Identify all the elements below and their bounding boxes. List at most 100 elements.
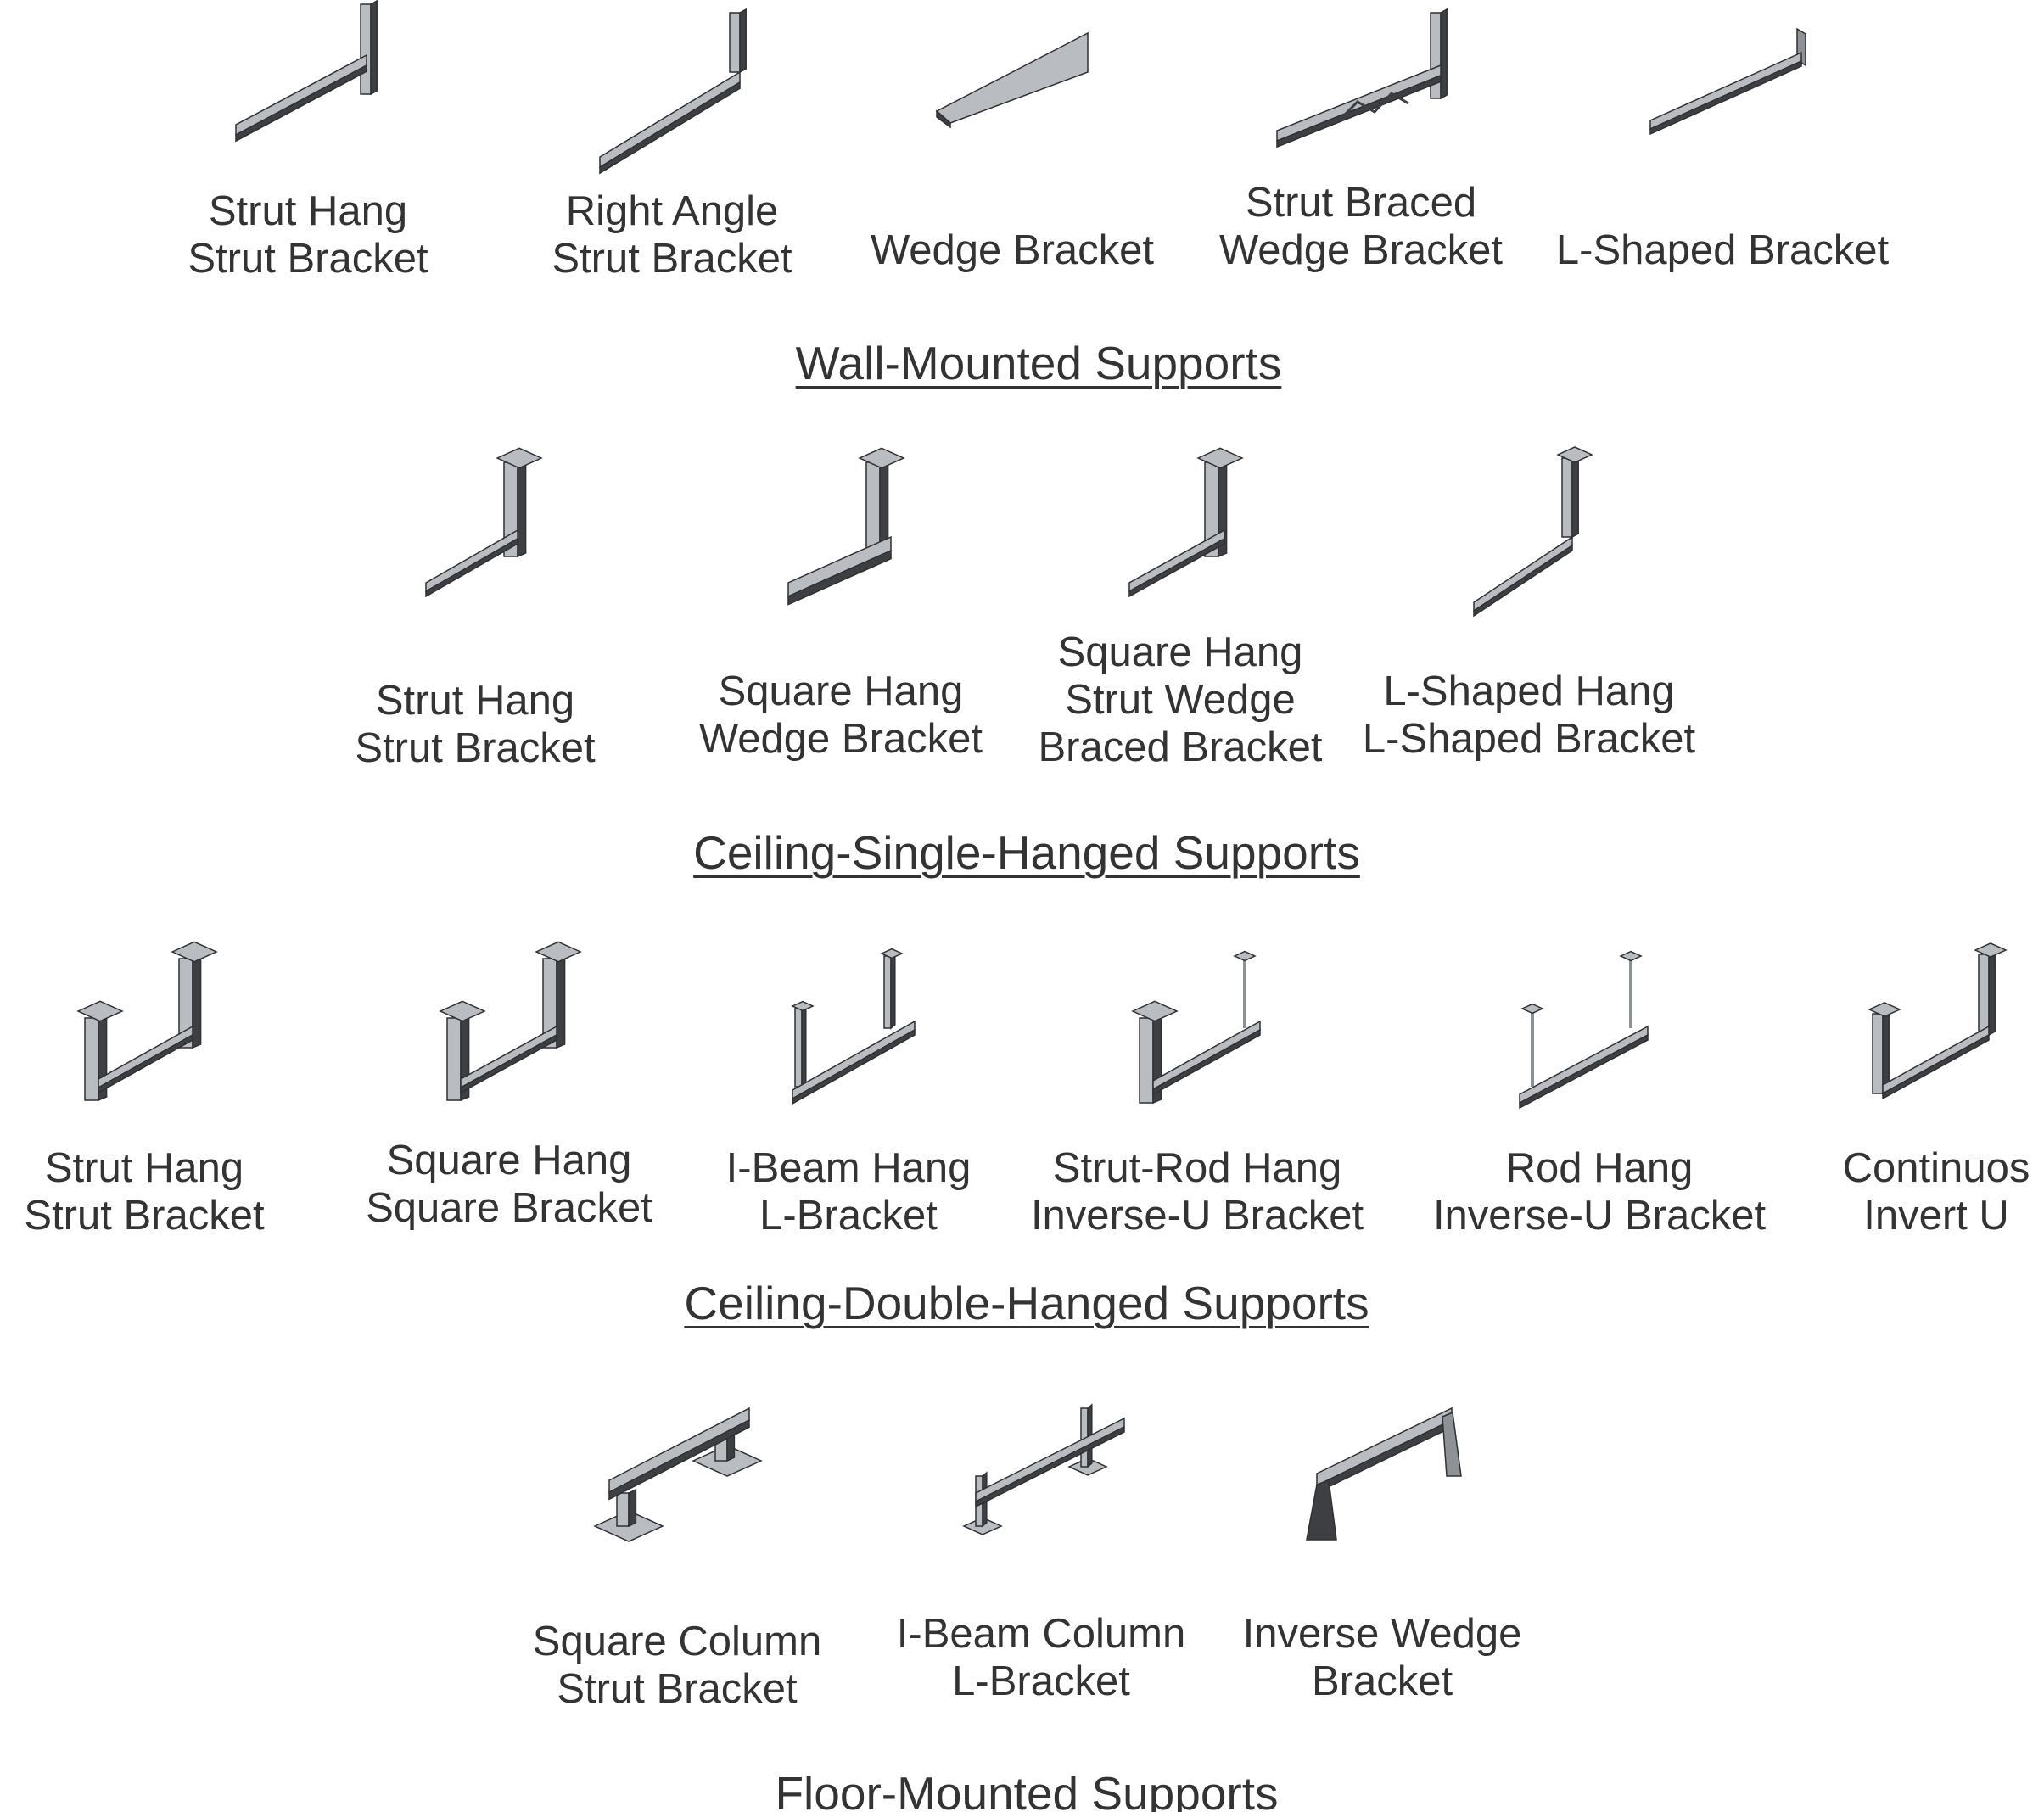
beam-top [425,528,518,593]
beam-top [787,535,892,598]
figure-wall-l-shaped-bracket [1649,27,1806,136]
label-line: Right Angle [565,188,779,234]
label-line: Square Column [532,1619,822,1664]
figure-wall-strut-hang-strut-bracket [235,0,378,143]
mount-plate [791,1000,815,1012]
post-front [1139,1017,1154,1104]
label-line: Square Hang [386,1138,632,1183]
beam-top [1152,1020,1261,1091]
section-title-wall-mounted: Wall-Mounted Supports [529,336,1548,390]
label-wall-l-shaped-bracket: L-Shaped Bracket [1502,226,1943,274]
post-side [628,1488,637,1528]
beam-side [1152,1028,1261,1096]
figure-single-square-hang-braced [1128,447,1244,598]
beam-top [599,70,741,169]
mount-plate [1974,942,2008,958]
beam-top [1473,535,1573,612]
mount-plate [1868,1002,1901,1017]
brace [1339,92,1409,120]
mount-plate [1619,950,1643,962]
label-line: Wedge Bracket [698,716,983,762]
mount-plate [1131,1000,1179,1022]
post-side [1988,949,1996,1037]
label-line: Inverse-U Bracket [1432,1193,1767,1239]
beam-side [1128,537,1225,598]
beam-side [1473,544,1573,618]
mount-plate [880,948,904,959]
section-title-text: Wall-Mounted Supports [795,337,1282,389]
beam-top [975,1417,1125,1503]
section-title-ceiling-double: Ceiling-Double-Hanged Supports [518,1276,1536,1330]
post-front [446,1017,462,1101]
section-title-floor-mounted: Floor-Mounted Supports [518,1766,1536,1812]
label-line: Inverse Wedge [1242,1611,1522,1657]
figure-floor-inverse-wedge [1306,1407,1462,1541]
mount-plate [171,941,218,963]
post-side [1571,453,1579,539]
post-side [1882,1009,1890,1095]
figure-single-strut-hang [425,447,543,598]
label-line: Continuos [1842,1145,2030,1191]
post-front [1872,1013,1884,1094]
post-side [1440,8,1448,100]
beam-side [235,64,367,143]
label-line: L-Shaped Bracket [1362,716,1696,762]
beam-top [1519,1025,1649,1105]
figure-wall-right-angle-strut-bracket [599,8,747,175]
post-front [1561,457,1573,538]
post-front [1978,954,1990,1036]
figure-floor-square-column [593,1407,763,1542]
section-title-text: Ceiling-Double-Hanged Supports [684,1277,1369,1329]
label-line: L-Bracket [759,1193,938,1239]
beam-side [98,1033,193,1094]
post-front [794,1008,803,1088]
label-line: Square Hang [718,668,964,714]
mount-plate [858,447,905,469]
label-line: Invert U [1863,1193,2009,1239]
figure-double-square-hang [439,941,582,1102]
post-side [517,457,527,558]
label-line: Strut Wedge [1065,677,1296,723]
beam-top [1649,51,1802,131]
beam-side [1316,1418,1453,1494]
label-line: Strut Braced [1245,180,1477,226]
beam-top [1882,1025,1990,1095]
label-wall-wedge-bracket: Wedge Bracket [792,226,1233,274]
label-line: Rod Hang [1505,1145,1694,1191]
section-title-text: Ceiling-Single-Hanged Supports [693,826,1360,879]
post-front [360,3,372,95]
label-line: Strut Hang [375,678,575,724]
label-line: I-Beam Hang [725,1145,972,1191]
mount-plate [535,941,582,963]
post-side [801,1004,807,1088]
label-line: Strut-Rod Hang [1052,1145,1342,1191]
post-front [616,1492,630,1527]
mount-plate [1233,950,1257,962]
beam-side [1519,1033,1649,1110]
beam-top [235,53,367,137]
post-side [556,954,566,1049]
leg [1306,1479,1337,1541]
label-line: I-Beam Column [896,1611,1186,1657]
beam-side [608,1418,750,1501]
label-line: L-Shaped Hang [1383,668,1675,714]
post-front [729,12,741,73]
post-side [739,8,747,74]
beam-top [98,1025,193,1089]
label-line: Strut Hang [44,1145,244,1191]
beam-side [1649,59,1802,136]
beam-side [1882,1033,1990,1100]
figure-double-continuous-invert-u [1868,942,2008,1100]
